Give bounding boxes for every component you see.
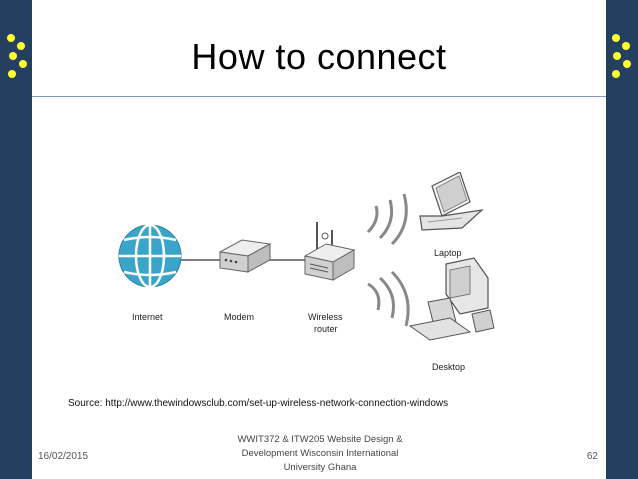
decor-dot bbox=[19, 60, 27, 68]
footer-course-info: WWIT372 & ITW205 Website Design & Develo… bbox=[200, 433, 440, 475]
decor-dot bbox=[612, 34, 620, 42]
network-diagram: Internet Modem Wireless router bbox=[118, 172, 495, 372]
laptop-icon bbox=[419, 172, 484, 231]
node-label-laptop: Laptop bbox=[434, 248, 462, 258]
source-citation: Source: http://www.thewindowsclub.com/se… bbox=[68, 398, 449, 409]
decor-dot bbox=[613, 52, 621, 60]
decor-dot bbox=[622, 42, 630, 50]
node-label-router-line1: Wireless bbox=[308, 312, 343, 322]
footer-line: Development Wisconsin International bbox=[241, 448, 399, 459]
node-label-desktop: Desktop bbox=[432, 362, 465, 372]
decor-dot bbox=[8, 70, 16, 78]
decor-dot bbox=[7, 34, 15, 42]
node-label-router-line2: router bbox=[314, 324, 338, 334]
slide-title: How to connect bbox=[191, 36, 447, 77]
wireless-signal-icon bbox=[366, 193, 408, 246]
decor-dot bbox=[623, 60, 631, 68]
title-divider bbox=[32, 96, 606, 97]
left-sidebar bbox=[0, 0, 32, 479]
node-label-internet: Internet bbox=[132, 312, 163, 322]
globe-icon bbox=[118, 223, 182, 289]
footer-line: University Ghana bbox=[283, 462, 357, 473]
footer-line: WWIT372 & ITW205 Website Design & bbox=[237, 434, 403, 445]
footer-date: 16/02/2015 bbox=[38, 451, 89, 462]
decor-dot bbox=[9, 52, 17, 60]
wireless-signal-icon bbox=[367, 270, 410, 327]
decor-dot bbox=[17, 42, 25, 50]
page-number: 62 bbox=[586, 451, 598, 462]
right-sidebar bbox=[606, 0, 638, 479]
node-label-modem: Modem bbox=[224, 312, 254, 322]
desktop-computer-icon bbox=[408, 257, 495, 341]
wireless-router-icon bbox=[303, 222, 356, 281]
decor-dot bbox=[612, 70, 620, 78]
modem-icon bbox=[218, 239, 272, 273]
